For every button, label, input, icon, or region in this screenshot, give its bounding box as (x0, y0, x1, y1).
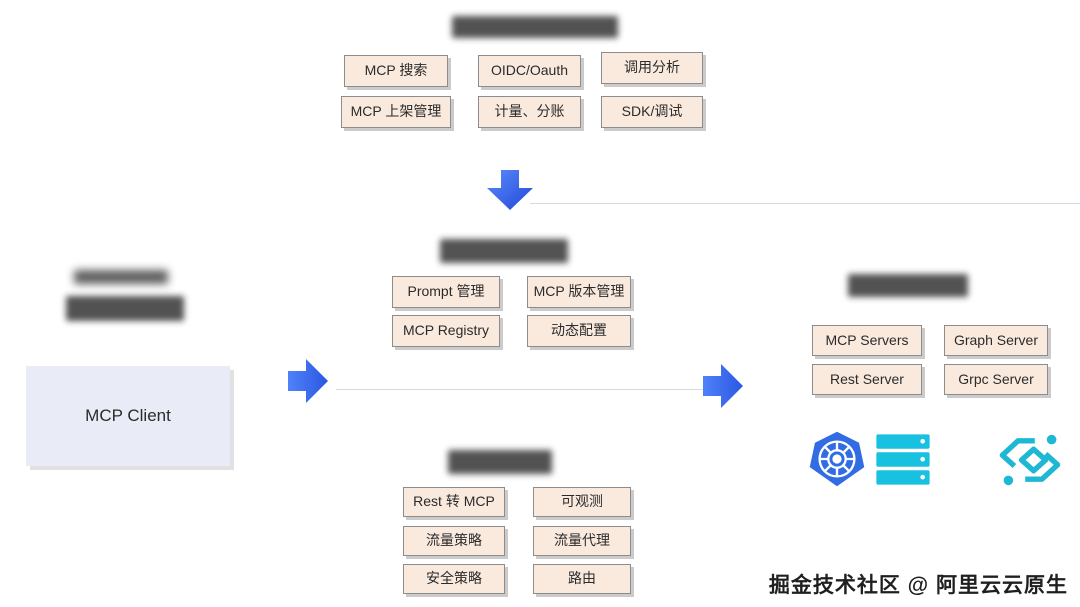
mcp-client-box[interactable]: MCP Client (26, 366, 230, 466)
center-box-mcp-version-management[interactable]: MCP 版本管理 (527, 276, 631, 308)
center-box-mcp-registry[interactable]: MCP Registry (392, 315, 500, 347)
top-box-mcp-search[interactable]: MCP 搜索 (344, 55, 448, 87)
left-heading-line2 (66, 296, 184, 321)
right-box-mcp-servers[interactable]: MCP Servers (812, 325, 922, 356)
bottom-box-security-policy[interactable]: 安全策略 (403, 564, 505, 594)
connector-line-top (530, 203, 1080, 204)
database-logo (874, 432, 932, 487)
kubernetes-logo (808, 430, 866, 488)
top-box-sdk-debug[interactable]: SDK/调试 (601, 96, 703, 128)
right-box-rest-server[interactable]: Rest Server (812, 364, 922, 395)
center-section-heading (440, 239, 568, 263)
bottom-section-heading (448, 450, 552, 474)
top-box-call-analysis[interactable]: 调用分析 (601, 52, 703, 84)
right-box-graph-server[interactable]: Graph Server (944, 325, 1048, 356)
watermark: 掘金技术社区 @ 阿里云云原生 (768, 574, 1068, 597)
nacos-logo (994, 430, 1066, 490)
center-box-dynamic-config[interactable]: 动态配置 (527, 315, 631, 347)
left-heading-line1 (74, 270, 168, 284)
bottom-box-traffic-policy[interactable]: 流量策略 (403, 526, 505, 556)
mcp-client-label: MCP Client (85, 406, 171, 425)
arrow-right-client-to-center (288, 357, 330, 405)
top-box-mcp-listing-management[interactable]: MCP 上架管理 (341, 96, 451, 128)
arrow-right-center-to-servers (703, 362, 745, 410)
bottom-box-observability[interactable]: 可观测 (533, 487, 631, 517)
right-box-grpc-server[interactable]: Grpc Server (944, 364, 1048, 395)
top-box-metering-billing[interactable]: 计量、分账 (478, 96, 581, 128)
top-section-heading (452, 16, 618, 38)
center-box-prompt-management[interactable]: Prompt 管理 (392, 276, 500, 308)
bottom-box-routing[interactable]: 路由 (533, 564, 631, 594)
top-box-oidc-oauth[interactable]: OIDC/Oauth (478, 55, 581, 87)
bottom-box-traffic-proxy[interactable]: 流量代理 (533, 526, 631, 556)
connector-line-middle (336, 389, 726, 390)
right-section-heading (848, 274, 968, 297)
bottom-box-rest-to-mcp[interactable]: Rest 转 MCP (403, 487, 505, 517)
arrow-down-top-to-center (485, 170, 535, 212)
